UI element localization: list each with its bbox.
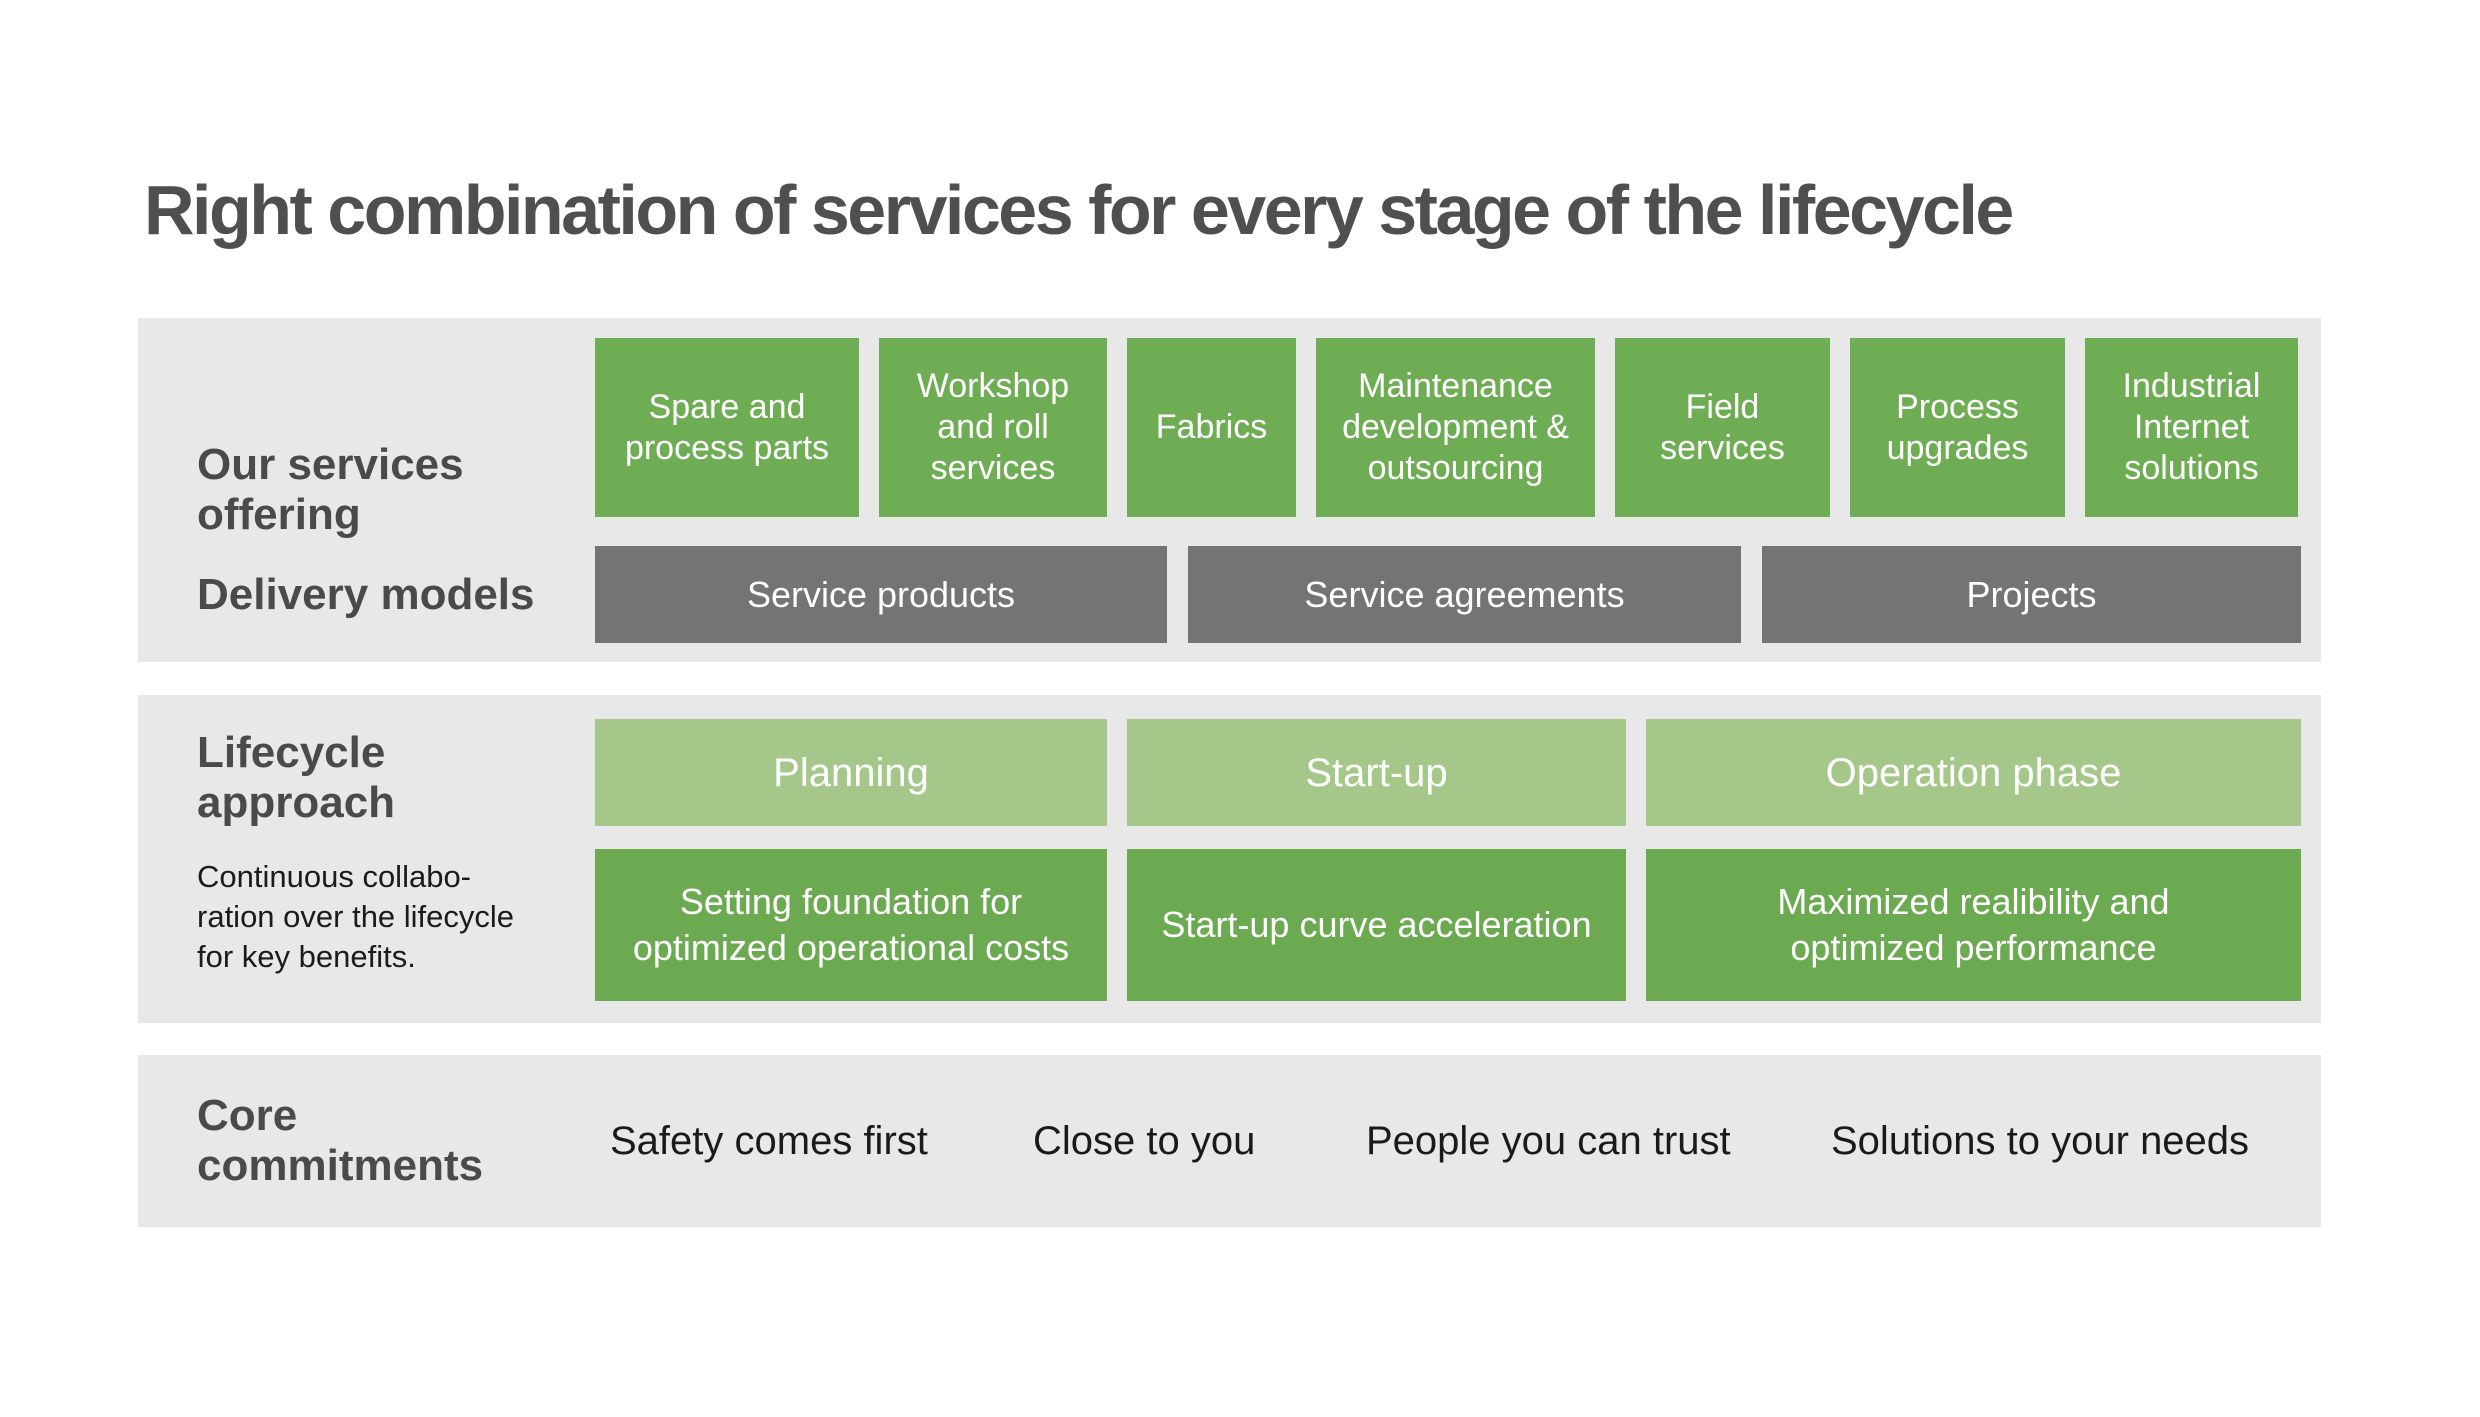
- lifecycle-benefits-row: Setting foundation for optimized operati…: [595, 849, 2301, 1001]
- phase-box-operation: Operation phase: [1646, 719, 2301, 826]
- lifecycle-description: Continuous collabo- ration over the life…: [197, 859, 515, 974]
- delivery-box-service-products: Service products: [595, 546, 1167, 643]
- delivery-models-label: Delivery models: [197, 569, 535, 619]
- delivery-models-row: Service products Service agreements Proj…: [595, 546, 2301, 643]
- section-services-offering: Our services offering Spare and process …: [138, 318, 2321, 662]
- service-box-workshop-roll: Workshop and roll services: [879, 338, 1107, 517]
- service-box-field-services: Field services: [1615, 338, 1830, 517]
- benefit-box-foundation: Setting foundation for optimized operati…: [595, 849, 1107, 1001]
- page-title: Right combination of services for every …: [144, 171, 2014, 249]
- service-box-process-upgrades: Process upgrades: [1850, 338, 2065, 517]
- core-commitment-close: Close to you: [1033, 1118, 1256, 1163]
- lifecycle-phases-row: Planning Start-up Operation phase: [595, 719, 2301, 826]
- delivery-box-projects: Projects: [1762, 546, 2301, 643]
- core-commitment-safety: Safety comes first: [610, 1118, 928, 1163]
- delivery-box-service-agreements: Service agreements: [1188, 546, 1741, 643]
- services-offering-label: Our services offering: [197, 440, 464, 539]
- service-box-industrial-internet: Industrial Internet solutions: [2085, 338, 2298, 517]
- service-box-maintenance: Maintenance development & outsourcing: [1316, 338, 1595, 517]
- services-row: Spare and process parts Workshop and rol…: [595, 338, 2298, 517]
- section-lifecycle-approach: Lifecycle approach Continuous collabo- r…: [138, 695, 2321, 1023]
- core-commitment-trust: People you can trust: [1366, 1118, 1731, 1163]
- service-box-fabrics: Fabrics: [1127, 338, 1296, 517]
- benefit-box-start-up-curve: Start-up curve acceleration: [1127, 849, 1626, 1001]
- phase-box-start-up: Start-up: [1127, 719, 1626, 826]
- section-core-commitments: Core commitments Safety comes first Clos…: [138, 1055, 2321, 1227]
- lifecycle-approach-label: Lifecycle approach: [197, 728, 396, 827]
- core-commitment-solutions: Solutions to your needs: [1831, 1118, 2250, 1163]
- core-commitments-label: Core commitments: [197, 1091, 484, 1190]
- phase-box-planning: Planning: [595, 719, 1107, 826]
- benefit-box-reliability: Maximized realibility and optimized perf…: [1646, 849, 2301, 1001]
- service-box-spare-parts: Spare and process parts: [595, 338, 859, 517]
